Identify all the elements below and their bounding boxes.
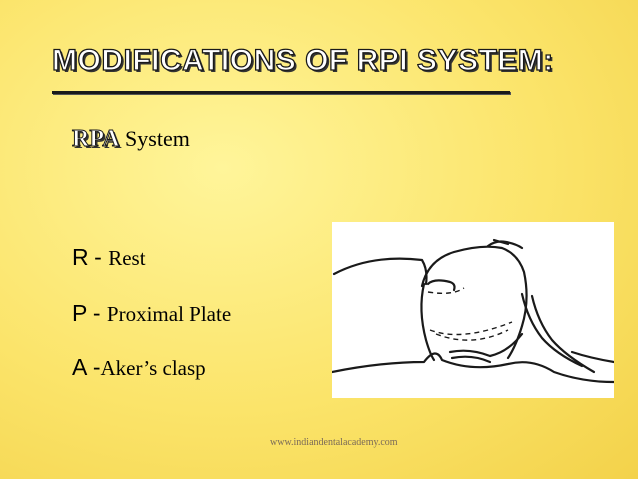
title-underline — [52, 91, 510, 94]
definition-p: P - Proximal Plate — [72, 300, 231, 327]
rpa-system-label: System — [125, 126, 190, 151]
footer-website: www.indiandentalacademy.com — [270, 437, 398, 448]
definition-a: A -Aker’s clasp — [72, 354, 206, 381]
definition-text: Aker’s clasp — [100, 356, 206, 380]
definition-r: R - Rest — [72, 244, 146, 271]
definition-letter: A — [72, 354, 88, 380]
rpa-system-line: RPA System — [72, 126, 190, 153]
definition-separator: - — [94, 244, 109, 270]
rpa-abbreviation: RPA — [72, 126, 121, 153]
definition-letter: R — [72, 244, 89, 270]
slide-title: MODIFICATIONS OF RPI SYSTEM: — [51, 43, 554, 77]
definition-text: Rest — [108, 246, 146, 270]
definition-text: Proximal Plate — [106, 302, 232, 326]
clasp-illustration — [332, 222, 614, 398]
tooth-clasp-drawing — [332, 238, 614, 384]
definition-separator: - — [92, 354, 101, 380]
definition-separator: - — [92, 300, 107, 326]
definition-letter: P — [72, 300, 88, 326]
